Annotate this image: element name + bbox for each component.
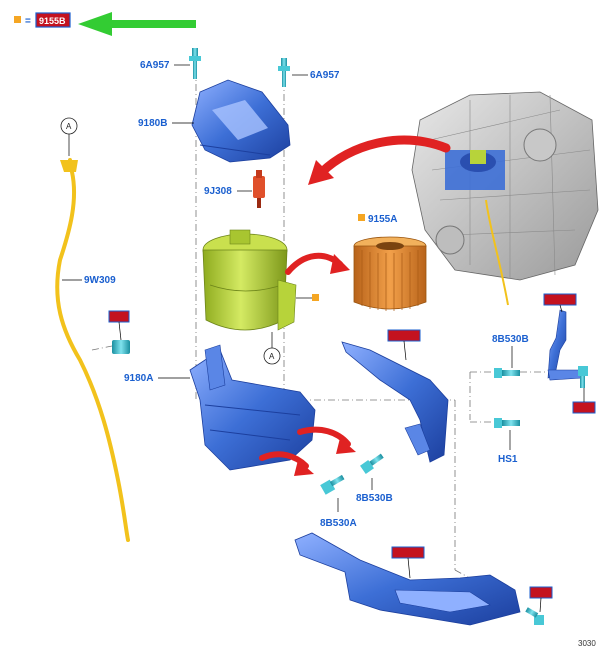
label-6a957-left[interactable]: 6A957 [140, 60, 170, 71]
highlight-tag-right-fastener [572, 401, 596, 414]
filter-element-marker-icon [358, 214, 365, 221]
part-middle-bracket[interactable] [341, 341, 449, 463]
part-bottom-bracket[interactable] [294, 532, 521, 626]
label-6a957-right[interactable]: 6A957 [310, 70, 340, 81]
highlight-tag-bottom-bolt [529, 586, 553, 599]
tube-connector[interactable] [91, 340, 130, 354]
label-hs1[interactable]: HS1 [498, 454, 518, 465]
label-9180a[interactable]: 9180A [124, 373, 153, 384]
fastener-hs1[interactable] [494, 418, 520, 428]
fastener-6a957-right[interactable] [278, 58, 290, 87]
callout-a-bottom-letter: A [269, 352, 275, 361]
figure-number: 3030 [578, 639, 596, 648]
callout-a-top-letter: A [66, 122, 72, 131]
label-9180b[interactable]: 9180B [138, 118, 167, 129]
legend-code-highlight [35, 12, 71, 28]
part-9w309-tube[interactable] [55, 158, 130, 542]
bolt-8b530a[interactable] [320, 474, 345, 495]
engine-assembly [411, 91, 599, 306]
filter-marker-icon [312, 294, 319, 301]
bolt-bottom[interactable] [525, 607, 544, 625]
bolt-8b530b-lower[interactable] [360, 453, 384, 474]
highlight-tag-bottom-bracket [391, 546, 425, 559]
part-small-bracket[interactable] [547, 309, 583, 381]
green-arrow-icon [78, 12, 196, 36]
fastener-right-end[interactable] [578, 366, 588, 388]
callout-a-bottom [263, 347, 281, 365]
part-9180b-cover[interactable] [191, 79, 291, 163]
highlight-tag-connector [108, 310, 130, 323]
red-arrow-engine-icon [317, 135, 451, 177]
highlight-tag-small-bracket [543, 293, 577, 306]
part-9155a-filter-element[interactable] [353, 236, 427, 311]
red-arrow-bolt-a-icon [259, 451, 309, 469]
label-9j308[interactable]: 9J308 [204, 186, 232, 197]
legend-equals: = [25, 16, 31, 27]
part-fuel-filter-housing[interactable] [202, 229, 297, 331]
label-9155a[interactable]: 9155A [368, 214, 397, 225]
highlight-tag-middle-bracket [387, 329, 421, 342]
red-arrow-bolt-b-icon [297, 426, 351, 447]
fastener-6a957-left[interactable] [189, 48, 201, 79]
label-8b530b-lower[interactable]: 8B530B [356, 493, 393, 504]
label-8b530a[interactable]: 8B530A [320, 518, 357, 529]
fastener-8b530b-upper[interactable] [494, 368, 520, 378]
label-9w309[interactable]: 9W309 [84, 275, 116, 286]
legend-marker [14, 16, 21, 23]
label-8b530b-upper[interactable]: 8B530B [492, 334, 529, 345]
legend: = 9155B [14, 12, 71, 28]
part-9j308-sensor[interactable] [253, 170, 265, 208]
legend-code[interactable]: 9155B [39, 16, 66, 26]
part-9180a-bracket[interactable] [189, 344, 316, 471]
